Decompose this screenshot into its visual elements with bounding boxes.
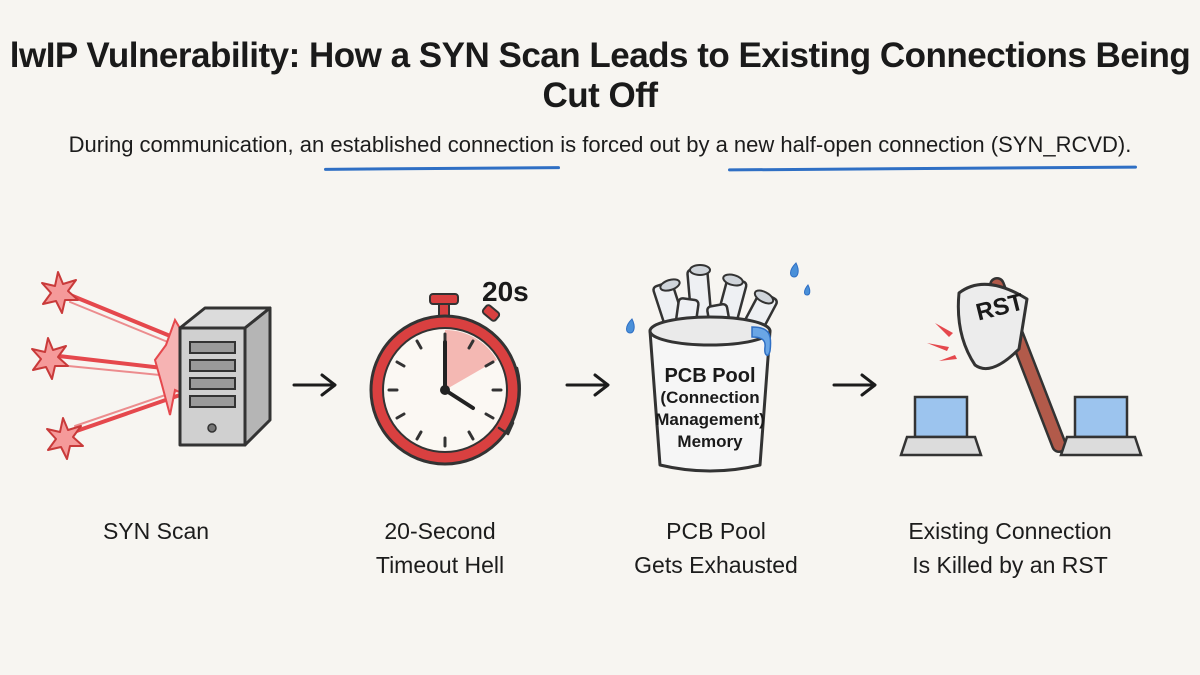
axe-cutting-connection-icon xyxy=(899,277,1143,457)
step-3-line-1: PCB Pool xyxy=(666,518,766,544)
step-4-line-1: Existing Connection xyxy=(908,518,1112,544)
page-title: lwIP Vulnerability: How a SYN Scan Leads… xyxy=(9,36,1191,115)
step-3-line-2: Gets Exhausted xyxy=(634,552,798,578)
timer-label: 20s xyxy=(482,276,529,307)
bucket-label-line-2: (Connection xyxy=(660,388,760,407)
step-label-syn-scan: SYN Scan xyxy=(26,514,286,548)
stopwatch-icon xyxy=(369,293,521,466)
step-1-line-1: SYN Scan xyxy=(102,518,210,544)
bucket-label-line-3: Management) xyxy=(655,410,765,429)
subtitle: During communication, an established con… xyxy=(0,132,1200,164)
step-4-line-2: Is Killed by an RST xyxy=(912,552,1108,578)
subtitle-text-1: During communication, an xyxy=(68,132,331,157)
step-label-timeout: 20-Second Timeout Hell xyxy=(310,514,570,582)
subtitle-text-2: is forced out by a xyxy=(554,132,734,157)
flow-arrow-1 xyxy=(292,373,337,397)
subtitle-highlight-half-open: new half-open connection (SYN_RCVD). xyxy=(734,132,1131,164)
flow-arrow-2 xyxy=(565,373,610,397)
flow-arrow-3 xyxy=(832,373,877,397)
server-under-attack-icon xyxy=(31,271,272,460)
step-label-pcb-exhausted: PCB Pool Gets Exhausted xyxy=(586,514,846,582)
bucket-label: PCB Pool (Connection Management) Memory xyxy=(650,365,770,453)
step-2-line-2: Timeout Hell xyxy=(375,552,505,578)
subtitle-highlight-established: established connection xyxy=(330,132,554,164)
step-2-line-1: 20-Second xyxy=(384,518,496,544)
step-label-rst-kill: Existing Connection Is Killed by an RST xyxy=(880,514,1140,582)
overflowing-bucket-icon xyxy=(626,262,811,473)
bucket-label-line-1: PCB Pool xyxy=(664,365,756,387)
bucket-label-line-4: Memory xyxy=(677,432,743,451)
